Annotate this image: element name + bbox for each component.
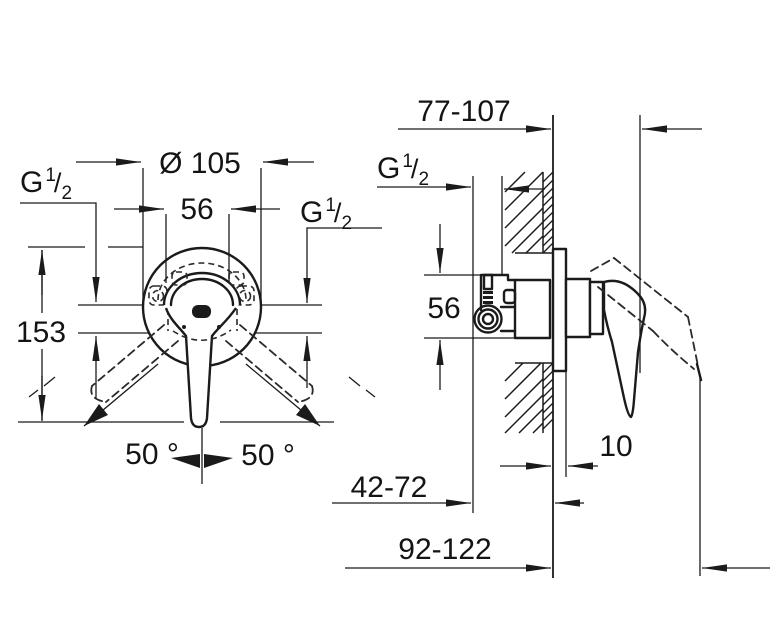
depth-max-label: 77-107 xyxy=(417,95,510,128)
dim-depth-min: 42-72 xyxy=(332,471,584,507)
dome-ear-right xyxy=(228,271,245,286)
center-arrowhead-left xyxy=(171,454,200,468)
lever-right-cap xyxy=(297,385,314,403)
dim-swing-angle: 50 ° 50 ° xyxy=(83,363,321,484)
lever-right-edge1 xyxy=(239,324,313,387)
diameter-label: Ø 105 xyxy=(159,147,241,180)
angle-label-right: 50 ° xyxy=(241,439,295,472)
lever-left-cap xyxy=(90,385,107,403)
screw-left xyxy=(151,289,165,303)
dim-height: 153 xyxy=(16,246,334,423)
handle-sleeve xyxy=(564,277,592,339)
wall-hatching-upper xyxy=(504,171,544,254)
handle-dome-outer xyxy=(162,271,242,306)
angle-label-left: 50 ° xyxy=(125,438,179,471)
union-nut-mid xyxy=(477,308,499,330)
handle-lever xyxy=(164,307,237,429)
center-arrowhead-right xyxy=(204,454,233,468)
connection-height-label: 56 xyxy=(427,292,460,325)
dashed-edge xyxy=(687,316,699,367)
handle-dot-right xyxy=(217,325,221,329)
dim-depth-max: 77-107 xyxy=(398,95,702,373)
side-handle-open-position xyxy=(590,257,703,382)
concealed-valve-body xyxy=(473,273,552,340)
stem-thread xyxy=(483,291,493,294)
depth-min-label: 42-72 xyxy=(351,471,428,504)
stem-thread xyxy=(483,296,493,299)
dashed-edge xyxy=(613,257,689,318)
handle-badge xyxy=(192,305,211,318)
handle-dot-left xyxy=(182,325,186,329)
height-label: 153 xyxy=(16,316,66,349)
dashed-edge xyxy=(590,257,615,272)
dim-depth-total: 92-122 xyxy=(345,375,770,576)
lever-left-edge2 xyxy=(105,340,179,403)
dim-plate-thickness: 10 xyxy=(500,372,633,477)
wall-section xyxy=(504,115,554,578)
dashed-edge xyxy=(652,330,695,370)
body-block xyxy=(513,278,552,340)
front-handle xyxy=(162,271,245,429)
thread-leader-left xyxy=(20,202,100,302)
plate-thickness-label: 10 xyxy=(599,430,632,463)
body-top-edge xyxy=(480,273,517,282)
screw-spacing-label: 56 xyxy=(180,193,213,226)
dim-diameter: Ø 105 xyxy=(76,147,314,305)
union-nut-inner xyxy=(481,312,495,326)
dim-connection-height: 56 xyxy=(424,224,515,390)
lever-left-edge1 xyxy=(91,324,165,387)
inlet-stem xyxy=(482,273,494,291)
wall-surface-ticks-upper xyxy=(542,171,554,254)
angle-arrowhead-right xyxy=(296,404,320,426)
thread-leader-right xyxy=(303,227,382,303)
dashed-edge xyxy=(597,286,654,332)
front-handle-positions xyxy=(28,324,376,403)
wall-surface-ticks-lower xyxy=(542,362,554,430)
side-handle xyxy=(602,279,647,419)
handle-hidden-arc xyxy=(172,329,232,341)
angle-arrowhead-left xyxy=(84,404,108,426)
handle-dome-inner xyxy=(169,277,235,307)
escutcheon-plate xyxy=(551,247,568,373)
depth-total-label: 92-122 xyxy=(398,533,491,566)
union-nut-outer xyxy=(473,304,503,334)
screw-right xyxy=(238,289,252,303)
lever-right-axis-dashes xyxy=(348,376,376,398)
body-tab xyxy=(502,288,517,305)
lever-left-axis-dashes xyxy=(28,376,56,398)
trim-set xyxy=(551,247,703,419)
wall-hatching-lower xyxy=(504,362,544,434)
front-view: Ø 105 56 153 xyxy=(16,147,382,484)
stem-thread xyxy=(483,301,493,304)
lever-right-edge2 xyxy=(225,340,299,403)
dome-ear-left xyxy=(171,271,188,286)
dim-screw-spacing: 56 xyxy=(114,193,280,283)
